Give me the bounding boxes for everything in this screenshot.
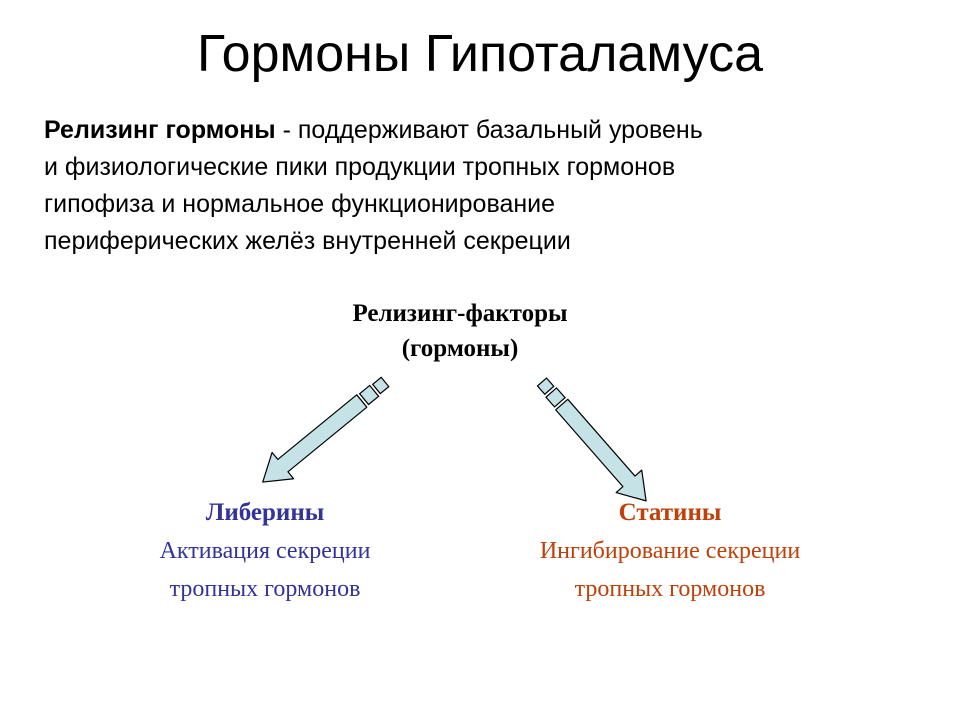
statins-node: Статины Ингибирование секреции тропных г… xyxy=(490,494,850,608)
statins-line-2: тропных гормонов xyxy=(574,576,766,602)
statins-title: Статины xyxy=(618,499,722,526)
slide-title: Гормоны Гипоталамуса xyxy=(196,25,764,83)
right-arrow xyxy=(536,377,647,502)
definition-term: Релизинг гормоны xyxy=(44,116,276,144)
statins-line-1: Ингибирование секреции xyxy=(539,538,801,564)
root-node-line-1: Релизинг-факторы xyxy=(352,300,568,327)
definition-line-4: периферических желёз внутренней секреции xyxy=(44,227,571,255)
liberins-line-1: Активация секреции xyxy=(159,538,371,564)
root-node: Релизинг-факторы (гормоны) xyxy=(260,296,660,366)
definition-line-2: и физиологические пики продукции тропных… xyxy=(44,153,676,181)
liberins-node: Либерины Активация секреции тропных горм… xyxy=(100,494,430,608)
definition-text: Релизинг гормоны - поддерживают базальны… xyxy=(44,112,944,260)
definition-line-3: гипофиза и нормальное функционирование xyxy=(44,190,556,218)
liberins-line-2: тропных гормонов xyxy=(169,576,361,602)
liberins-title: Либерины xyxy=(205,499,325,526)
root-node-line-2: (гормоны) xyxy=(401,335,519,362)
definition-line-1: - поддерживают базальный уровень xyxy=(275,116,703,144)
left-arrow xyxy=(262,376,390,483)
